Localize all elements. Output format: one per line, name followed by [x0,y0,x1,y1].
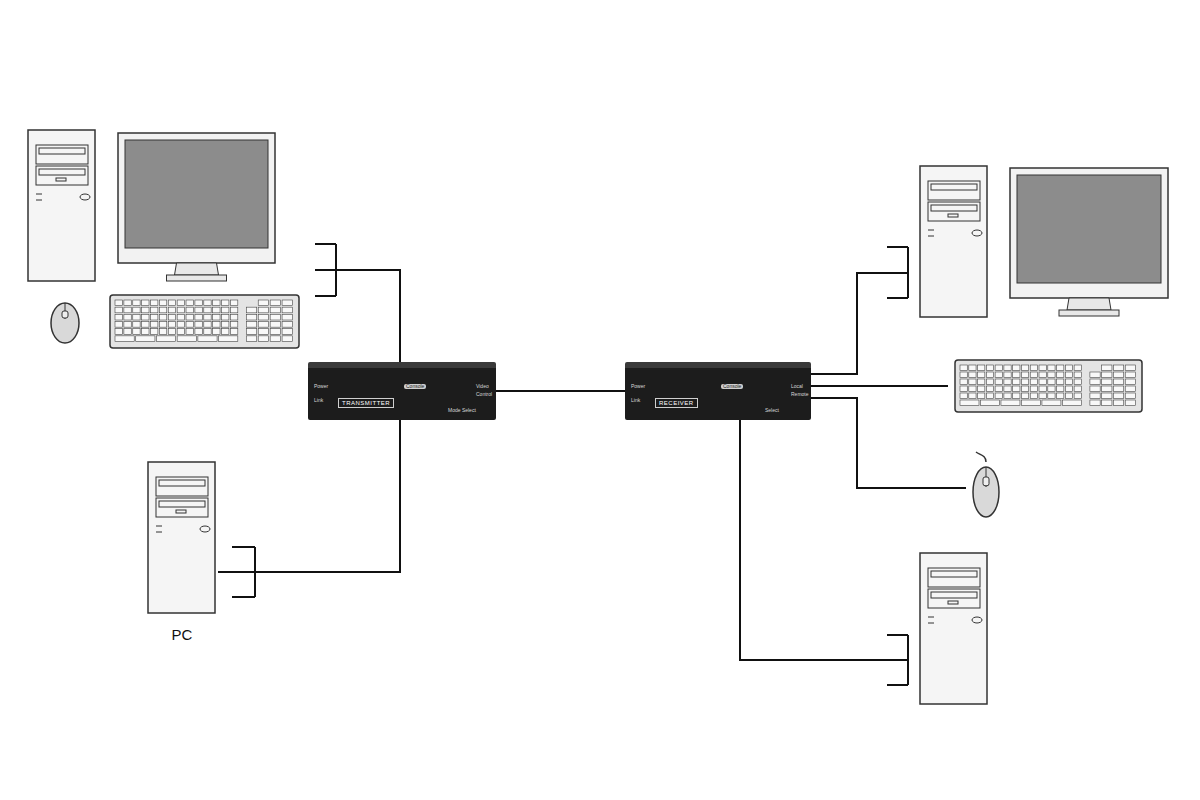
panel-label: Mode Select [448,408,476,413]
mouse-cord [976,452,986,462]
panel-label: Link [631,398,640,403]
cable-line [810,398,966,488]
mouse [973,467,999,517]
pc-label: PC [172,627,193,642]
extender-unit: PowerLink TRANSMITTER ConsoleMode Select Vi… [308,362,496,420]
panel-label: Power [314,384,328,389]
pc-tower [920,553,987,704]
monitor [118,133,275,281]
pc-node: PC [146,460,218,646]
cable-connector [218,420,400,572]
cable-line [810,385,948,387]
panel-label: Control [476,392,492,397]
cable-bracket [887,247,908,298]
keyboard [110,295,299,348]
pc-tower [920,166,987,317]
cable-bracket [887,635,908,685]
panel-label: Select [765,408,779,413]
cable-line [336,270,400,362]
cable-line [810,273,887,374]
monitor [1010,168,1168,316]
cable-connector [496,391,625,392]
extender-unit: PowerLink RECEIVER ConsoleSelect LocalRemot… [625,362,811,420]
mouse [51,303,79,343]
panel-label: Power [631,384,645,389]
panel-label: Console [404,384,426,389]
panel-label: Video [476,384,489,389]
panel-label: Remote [791,392,809,397]
panel-label: Console [721,384,743,389]
pc-tower [148,462,215,613]
panel-label: Link [314,398,323,403]
unit-name-label: TRANSMITTER [338,398,394,408]
cable-line [740,418,887,660]
pc-tower [28,130,95,281]
unit-name-label: RECEIVER [655,398,698,408]
cable-bracket [315,244,336,296]
keyboard [955,360,1142,412]
panel-label: Local [791,384,803,389]
